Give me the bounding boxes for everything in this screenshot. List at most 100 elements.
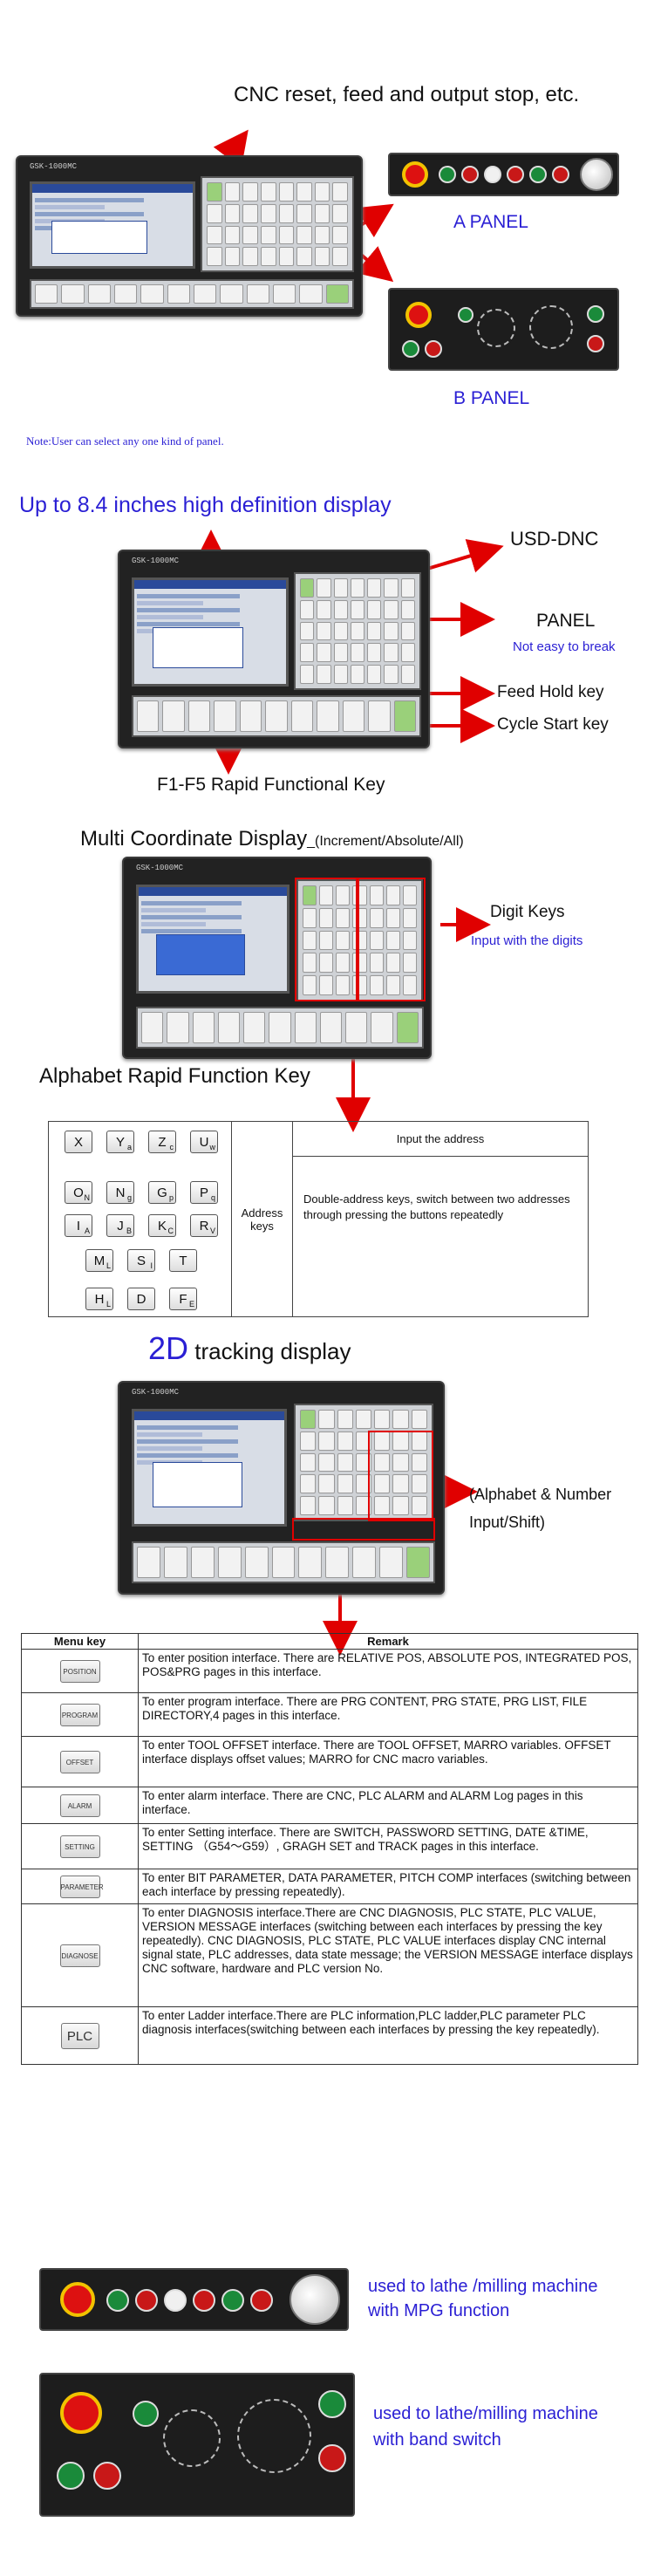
address-key[interactable]: T — [169, 1249, 197, 1272]
panel-a-button-1[interactable] — [439, 166, 456, 183]
panel-b-button-3[interactable] — [458, 307, 473, 323]
emergency-stop-button[interactable] — [60, 2392, 102, 2434]
key-shift-letter: C — [167, 1227, 174, 1235]
key-main-letter: S — [136, 1253, 146, 1268]
address-key[interactable]: X — [65, 1131, 92, 1153]
menu-key-cell: ALARM — [21, 1787, 139, 1824]
emergency-stop-button[interactable] — [402, 161, 428, 188]
device-label: GSK-1000MC — [132, 1388, 180, 1397]
key-shift-letter: L — [106, 1300, 111, 1308]
mpg-panel-button-5[interactable] — [250, 2289, 273, 2312]
panel-a-button-2[interactable] — [461, 166, 479, 183]
parameter-key-button[interactable]: PARAMETER — [59, 1875, 104, 1898]
section4-title: 2D tracking display — [148, 1330, 351, 1367]
feed-override-dial[interactable] — [163, 2409, 221, 2467]
spindle-override-dial[interactable] — [529, 305, 573, 349]
keypad[interactable] — [296, 879, 423, 1001]
alarm-key-button[interactable]: ALARM — [59, 1794, 100, 1817]
band-panel-button-4[interactable] — [318, 2390, 346, 2418]
info-icon[interactable] — [484, 166, 501, 183]
panel-b-button-5[interactable] — [587, 335, 604, 352]
diagnose-key-button[interactable]: DIAGNOSE — [59, 1944, 100, 1967]
offset-key-button[interactable]: OFFSET — [59, 1750, 100, 1773]
plc-key-button[interactable]: PLC — [60, 2022, 99, 2049]
spindle-override-dial[interactable] — [237, 2399, 311, 2473]
menu-key-cell: OFFSET — [21, 1736, 139, 1787]
usd-dnc-label: USD-DNC — [510, 528, 599, 550]
panel-a-button-3[interactable] — [507, 166, 524, 183]
emergency-stop-button[interactable] — [60, 2282, 95, 2317]
panel-label: PANEL — [536, 611, 596, 631]
panel-a-button-4[interactable] — [529, 166, 547, 183]
alpha-number-line2: Input/Shift) — [469, 1513, 546, 1531]
remark-cell: To enter BIT PARAMETER, DATA PARAMETER, … — [138, 1869, 638, 1904]
key-shift-letter: V — [209, 1227, 215, 1235]
mpg-handwheel[interactable] — [290, 2274, 340, 2325]
remark-cell: To enter position interface. There are R… — [138, 1649, 638, 1693]
emergency-stop-button[interactable] — [405, 302, 432, 328]
description-cell: Input the address Double-address keys, s… — [293, 1122, 588, 1316]
mpg-panel-button-1[interactable] — [106, 2289, 129, 2312]
function-keys-row[interactable] — [30, 279, 354, 309]
menu-key-header: Menu key — [21, 1633, 139, 1650]
panel-b-button-2[interactable] — [425, 340, 442, 358]
position-key-button[interactable]: POSITION — [59, 1659, 100, 1683]
band-panel-button-1[interactable] — [57, 2462, 85, 2490]
keypad[interactable] — [294, 1404, 433, 1521]
keypad[interactable] — [201, 176, 354, 272]
section3-title-main: Multi Coordinate Display — [80, 827, 308, 851]
key-main-letter: R — [199, 1218, 209, 1233]
mpg-panel-button-2[interactable] — [135, 2289, 158, 2312]
key-shift-letter: w — [209, 1143, 216, 1151]
key-shift-letter: L — [106, 1261, 111, 1270]
panel-b-button-4[interactable] — [587, 305, 604, 323]
panel-b-label: B PANEL — [453, 388, 530, 408]
mpg-panel-button-4[interactable] — [221, 2289, 244, 2312]
info-icon[interactable] — [164, 2289, 187, 2312]
key-shift-letter: E — [188, 1300, 194, 1308]
band-panel-button-2[interactable] — [93, 2462, 121, 2490]
table-row: PARAMETER To enter BIT PARAMETER, DATA PA… — [21, 1869, 638, 1904]
function-keys-row[interactable] — [136, 1007, 424, 1049]
device-label: GSK-1000MC — [30, 162, 78, 171]
feed-override-dial[interactable] — [477, 309, 515, 347]
function-keys-row[interactable] — [132, 1541, 435, 1583]
mpg-handwheel[interactable] — [580, 158, 613, 191]
mpg-panel-button-3[interactable] — [193, 2289, 215, 2312]
panel-a-button-5[interactable] — [552, 166, 569, 183]
panel-note: Note:User can select any one kind of pan… — [26, 434, 224, 448]
band-panel-button-3[interactable] — [133, 2401, 159, 2427]
keypad[interactable] — [294, 572, 421, 690]
panel-b-button-1[interactable] — [402, 340, 419, 358]
setting-key-button[interactable]: SETTING — [59, 1835, 100, 1858]
lcd-screen — [132, 577, 289, 687]
address-key[interactable]: D — [127, 1288, 155, 1310]
band-panel-button-5[interactable] — [318, 2444, 346, 2472]
feed-hold-label: Feed Hold key — [497, 683, 604, 701]
key-main-letter: X — [73, 1134, 83, 1150]
key-main-letter: K — [157, 1218, 167, 1233]
function-keys-row[interactable] — [132, 695, 421, 737]
key-shift-letter: I — [150, 1261, 153, 1270]
program-key-button[interactable]: PROGRAM — [59, 1703, 100, 1726]
